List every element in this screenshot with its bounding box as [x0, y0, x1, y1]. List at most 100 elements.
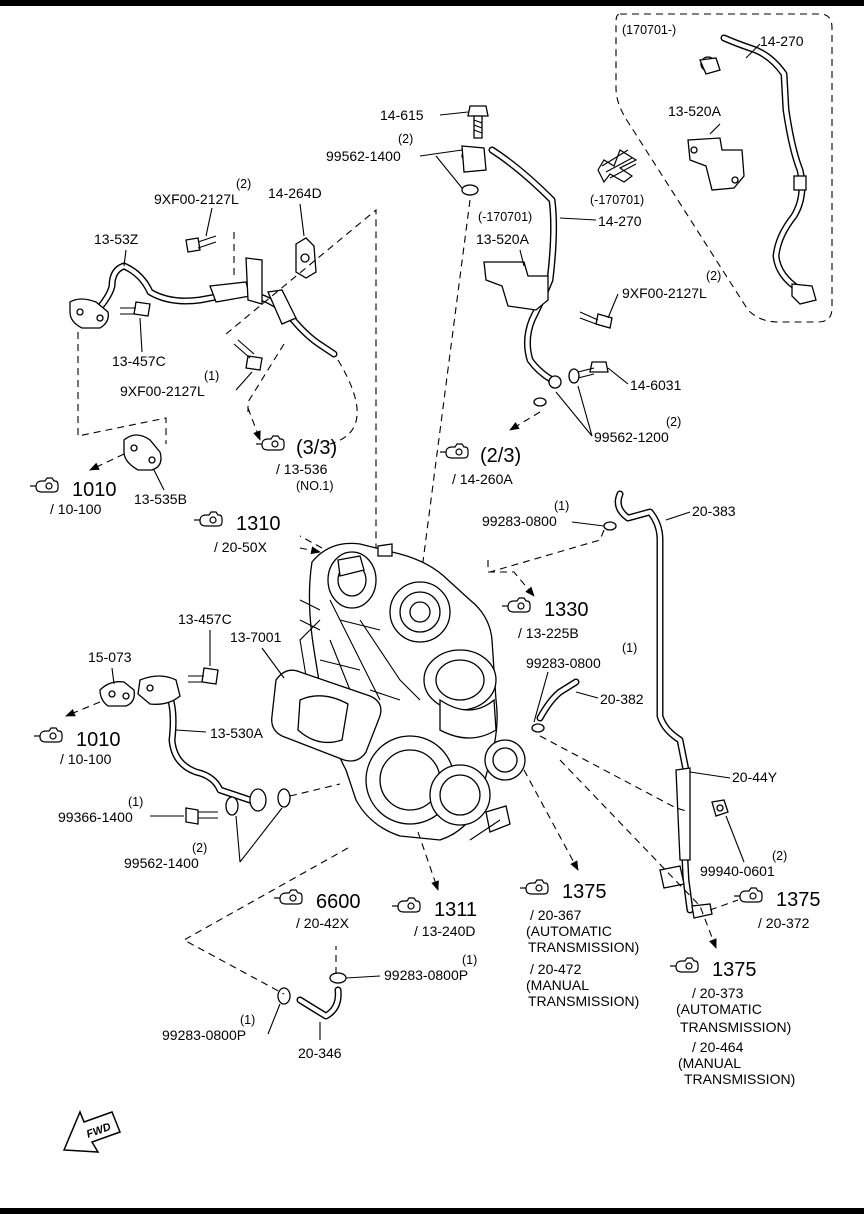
part-label-13-53Z: 13-53Z — [94, 231, 139, 247]
qty-label: (1) — [240, 1013, 255, 1027]
ref-note: (AUTOMATIC — [526, 923, 612, 939]
qty-label: (1) — [204, 369, 219, 383]
ref-target: / 20-42X — [296, 915, 350, 931]
ref-note: TRANSMISSION) — [528, 993, 639, 1009]
qty-label: (1) — [128, 795, 143, 809]
ref-number: 1375 — [562, 881, 607, 903]
camera-reference-icon — [33, 727, 63, 743]
camera-reference-icon — [519, 879, 549, 895]
ref-number: 1010 — [76, 729, 121, 751]
ref-target: / 20-50X — [214, 539, 268, 555]
qty-label: (2) — [236, 177, 251, 191]
part-label-14-6031: 14-6031 — [630, 377, 682, 393]
gasket-14-264D — [295, 237, 317, 279]
camera-reference-icon — [439, 443, 469, 459]
part-label-15-073: 15-073 — [88, 649, 132, 665]
gasket-13-7001 — [271, 669, 382, 762]
nut-99940-0601 — [711, 799, 729, 817]
ref-target: / 14-260A — [452, 471, 513, 487]
part-label-99283-0800-b: 99283-0800 — [526, 655, 601, 671]
label-170701-old: (-170701) — [478, 210, 532, 224]
camera-reference-icon — [29, 477, 59, 493]
bottom-rule — [0, 1208, 864, 1214]
part-label-9XF00-2127L-low: 9XF00-2127L — [120, 383, 205, 399]
part-label-99283-0800-a: 99283-0800 — [482, 513, 557, 529]
part-label-13-7001: 13-7001 — [230, 629, 282, 645]
camera-reference-icon — [255, 435, 285, 451]
part-label-14-264D: 14-264D — [268, 185, 322, 201]
ref-13-536: (3/3) / 13-536 (NO.1) — [255, 435, 337, 493]
ref-target: / 20-367 — [530, 907, 582, 923]
qty-label: (1) — [462, 953, 477, 967]
part-label-99940-0601: 99940-0601 — [700, 863, 775, 879]
washer — [277, 788, 291, 808]
label-170701-old: (-170701) — [590, 193, 644, 207]
inset-oil-pipe — [687, 34, 817, 305]
ref-target: / 20-472 — [530, 961, 582, 977]
ref-target: / 13-240D — [414, 923, 475, 939]
camera-reference-icon — [273, 889, 303, 905]
fwd-arrow-icon: FWD — [62, 1110, 121, 1153]
ref-note: TRANSMISSION) — [680, 1019, 791, 1035]
part-label-13-530A: 13-530A — [210, 725, 264, 741]
bolt-99366-1400 — [185, 807, 218, 825]
ref-10-100-bot: 1010 / 10-100 — [33, 727, 121, 767]
pipe-20-383 — [603, 490, 694, 914]
ref-13-240D: 1311 / 13-240D — [391, 897, 477, 939]
part-label-20-346: 20-346 — [298, 1045, 342, 1061]
part-label-99283-0800P-b: 99283-0800P — [162, 1027, 246, 1043]
part-label-99562-1400-top: 99562-1400 — [326, 148, 401, 164]
part-label-99562-1400-bot: 99562-1400 — [124, 855, 199, 871]
pipe-13-53Z — [69, 257, 338, 358]
bolt-13-457C-mid — [188, 667, 219, 685]
ref-target: / 10-100 — [50, 501, 102, 517]
part-label-9XF00-2127L-right: 9XF00-2127L — [622, 285, 707, 301]
part-label-20-382: 20-382 — [600, 691, 644, 707]
ref-note: (MANUAL — [526, 977, 589, 993]
ref-number: 6600 — [316, 891, 361, 913]
ref-note: (AUTOMATIC — [676, 1001, 762, 1017]
ref-target: / 20-372 — [758, 915, 810, 931]
part-label-14-615: 14-615 — [380, 107, 424, 123]
bolt-9XF00-top — [185, 235, 217, 253]
gasket-15-073 — [99, 681, 135, 707]
part-label-99366-1400: 99366-1400 — [58, 809, 133, 825]
ref-target: / 20-373 — [692, 985, 744, 1001]
washer — [225, 796, 239, 816]
ref-target: / 10-100 — [60, 751, 112, 767]
ref-number: 1311 — [434, 899, 477, 921]
banjo-bolt-14-6031 — [533, 361, 609, 407]
hose-20-382 — [531, 678, 580, 733]
ref-20-42X: 6600 / 20-42X — [273, 889, 361, 931]
camera-reference-icon — [193, 511, 223, 527]
ref-number: (3/3) — [296, 437, 337, 459]
ref-20-50X: 1310 / 20-50X — [193, 511, 281, 555]
part-label-13-457C-top: 13-457C — [112, 353, 166, 369]
bolt-9XF00-right — [579, 311, 613, 329]
qty-label: (2) — [706, 269, 721, 283]
turbocharger-assembly — [299, 542, 526, 841]
pipe-13-530A — [137, 675, 267, 812]
qty-label: (2) — [666, 415, 681, 429]
ref-20-367: 1375 / 20-367 (AUTOMATIC TRANSMISSION) /… — [519, 879, 639, 1009]
part-label-99283-0800P-a: 99283-0800P — [384, 967, 468, 983]
ref-number: 1330 — [544, 599, 589, 621]
ref-target: / 13-225B — [518, 625, 579, 641]
ref-note: TRANSMISSION) — [528, 939, 639, 955]
camera-reference-icon — [391, 897, 421, 913]
camera-reference-icon — [669, 957, 699, 973]
qty-label: (1) — [622, 641, 637, 655]
gasket-13-535B — [123, 434, 162, 471]
qty-label: (2) — [398, 132, 413, 146]
banjo-bolt-top — [461, 105, 489, 196]
part-label-13-457C-mid: 13-457C — [178, 611, 232, 627]
part-label-20-383: 20-383 — [692, 503, 736, 519]
ref-target: / 20-464 — [692, 1039, 744, 1055]
ref-note: (MANUAL — [678, 1055, 741, 1071]
part-label-13-520A: 13-520A — [476, 231, 530, 247]
label-170701-new: (170701-) — [622, 23, 676, 37]
ref-number: 1375 — [776, 889, 821, 911]
qty-label: (1) — [554, 499, 569, 513]
